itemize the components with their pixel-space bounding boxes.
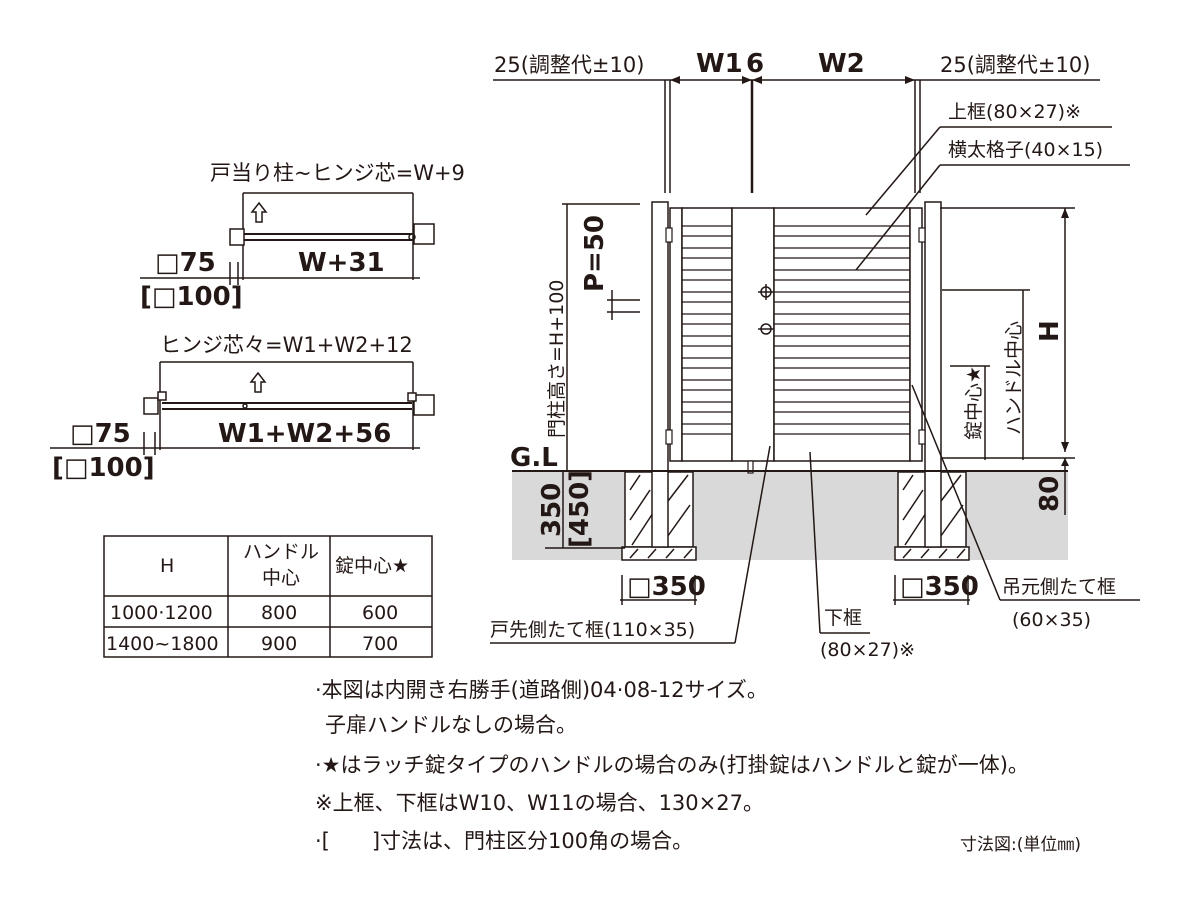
w1-label: W1 (696, 49, 743, 79)
post-height-label: 門柱高さ=H+100 (546, 280, 568, 438)
bottom-frame-callout: 下框 (824, 607, 862, 629)
plan-double-title: ヒンジ芯々=W1+W2+12 (160, 333, 413, 357)
embed-label: 350 (537, 483, 567, 537)
table-cell: 600 (362, 602, 398, 624)
units-caption: 寸法図:(単位㎜) (960, 835, 1081, 855)
bottom-gap-label: 80 (1035, 476, 1065, 512)
note-line: ·本図は内開き右勝手(道路側)04·08-12サイズ。 (315, 678, 768, 702)
left-allowance-label: 25(調整代±10) (494, 53, 644, 77)
horizontal-slats (682, 225, 910, 435)
note-line: ·★はラッチ錠タイプのハンドルの場合のみ(打掛錠はハンドルと錠が一体)。 (315, 753, 1029, 777)
gap-label: 6 (746, 49, 764, 79)
hinge-stile-callout: 吊元側たて框 (1002, 576, 1116, 598)
handle-center-label: ハンドル中心 (1003, 321, 1025, 435)
plan-double-post-alt: [□100] (52, 453, 155, 483)
table-cell: 700 (362, 633, 398, 655)
top-dimensions (493, 76, 1100, 193)
gate-leaves (669, 207, 923, 462)
hinges (665, 227, 926, 445)
lock-stile-callout: 戸先側たて框(110×35) (490, 619, 695, 641)
note-line: 子扉ハンドルなしの場合。 (325, 713, 577, 737)
ground-band (512, 472, 1068, 560)
table-header-handle-1: ハンドル (243, 541, 319, 563)
gate-posts (651, 201, 942, 548)
elevation-dim-lines (512, 203, 1075, 605)
lock-center-label: 錠中心★ (963, 366, 985, 440)
table-cell: 900 (261, 633, 297, 655)
w2-label: W2 (818, 49, 865, 79)
drop-bolt (747, 460, 754, 474)
embed-alt-label: [450] (565, 470, 595, 548)
gl-label: G.L (510, 443, 558, 473)
slat-callout: 横太格子(40×15) (948, 139, 1103, 161)
plan-single-width: W+31 (298, 248, 385, 278)
table-cell: 1000·1200 (110, 602, 213, 624)
plan-single (140, 192, 435, 285)
callout-leaders (490, 126, 1140, 644)
table-header-handle-2: 中心 (262, 567, 300, 589)
hinge-stile-size: (60×35) (1012, 609, 1091, 631)
foundation-right-label: □350 (900, 572, 979, 602)
table-header-h: H (160, 555, 174, 577)
table-header-lock: 錠中心★ (335, 555, 409, 577)
top-frame-callout: 上框(80×27)※ (948, 101, 1081, 123)
note-line: ·[ ]寸法は、門柱区分100角の場合。 (315, 829, 693, 853)
pitch-label: P=50 (580, 215, 610, 292)
handle-icon (758, 284, 774, 335)
plan-single-post: □75 (155, 248, 216, 278)
table-cell: 1400~1800 (106, 633, 219, 655)
size-table (103, 535, 433, 658)
table-cell: 800 (261, 602, 297, 624)
bottom-frame-size: (80×27)※ (820, 639, 915, 661)
note-line: ※上框、下框はW10、W11の場合、130×27。 (315, 791, 764, 815)
height-label: H (1035, 320, 1065, 342)
plan-double-width: W1+W2+56 (218, 419, 391, 449)
plan-double-post: □75 (70, 419, 131, 449)
right-allowance-label: 25(調整代±10) (940, 53, 1090, 77)
plan-double (50, 361, 435, 455)
plan-single-title: 戸当り柱~ヒンジ芯=W+9 (210, 161, 465, 185)
plan-single-post-alt: [□100] (140, 282, 243, 312)
foundation-left-label: □350 (627, 572, 706, 602)
